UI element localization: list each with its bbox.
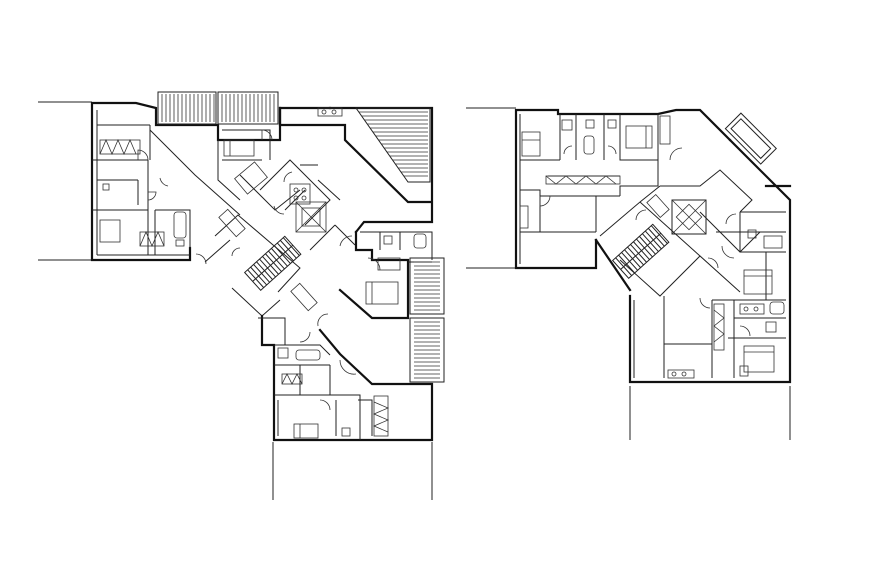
bed-central-2 [234,161,268,195]
east-room-partitions [360,231,433,263]
bed-east-1 [743,269,773,295]
east-wing-wall [594,138,792,384]
plan-right [466,107,792,440]
balcony-hatch [161,94,275,122]
bath-north [583,135,595,155]
west-wing-wall [90,101,332,262]
west-wing-partitions [92,110,191,256]
wc-south [277,347,289,359]
north-block-wall [514,108,732,270]
kitchen-rail-r [646,193,670,219]
core-walls [599,169,761,297]
bath-west [173,211,187,239]
bath-east [413,233,427,249]
counter-south-r [667,369,695,379]
balcony-east-2 [409,317,445,383]
bath-east-r [763,235,783,249]
central-wall [278,106,434,234]
terrace-outline [355,107,431,183]
bed-east [365,281,399,305]
bed-west [99,219,121,243]
wc-east [383,235,393,245]
terrace-hatch [358,111,428,177]
counter-north [659,115,671,145]
wardrobe-west [99,138,165,248]
wc-west [102,183,110,191]
stair-left [243,235,302,292]
bed-central-1 [223,139,255,157]
bath-south [295,349,321,361]
wardrobe-strip [545,175,621,185]
bed-north-1 [521,131,541,157]
wardrobe-south [281,373,303,385]
wc-east-r2 [765,321,777,333]
wardrobe-east-r [713,303,725,351]
kitchen-central [289,183,311,205]
stair-right [611,223,670,280]
wc-north-1 [561,119,573,131]
east-wing-partitions [633,211,786,378]
east-room-wall [338,230,410,320]
door-swings-right [539,145,751,337]
balcony-east-hatch [414,261,440,379]
kitchen-north [519,205,529,229]
wc-south-r [739,365,749,377]
counter-east [739,303,765,315]
bath-east-r2 [769,301,785,315]
wc-north-2 [607,119,617,129]
kitchen-rail-2 [290,282,318,312]
balcony-east-1 [409,257,445,315]
lift-shaft [671,199,707,235]
south-wing-wall [260,314,434,442]
bed-east-2 [743,345,775,373]
door-swings-left [137,129,381,411]
plan-left [38,91,445,500]
wc-east-r [747,229,757,239]
balcony-top-left [157,91,279,125]
north-block-partitions [519,114,659,264]
kitchen-rail-1 [218,208,246,238]
basin-west [175,239,185,247]
counter-top [317,107,343,117]
shaft-central [295,201,327,233]
wardrobe-south-2 [373,395,389,437]
balcony-ne [724,112,777,165]
bed-north-2 [625,125,653,149]
bed-south [293,423,319,439]
basin-north [585,119,595,129]
wc-south-2 [341,427,351,437]
